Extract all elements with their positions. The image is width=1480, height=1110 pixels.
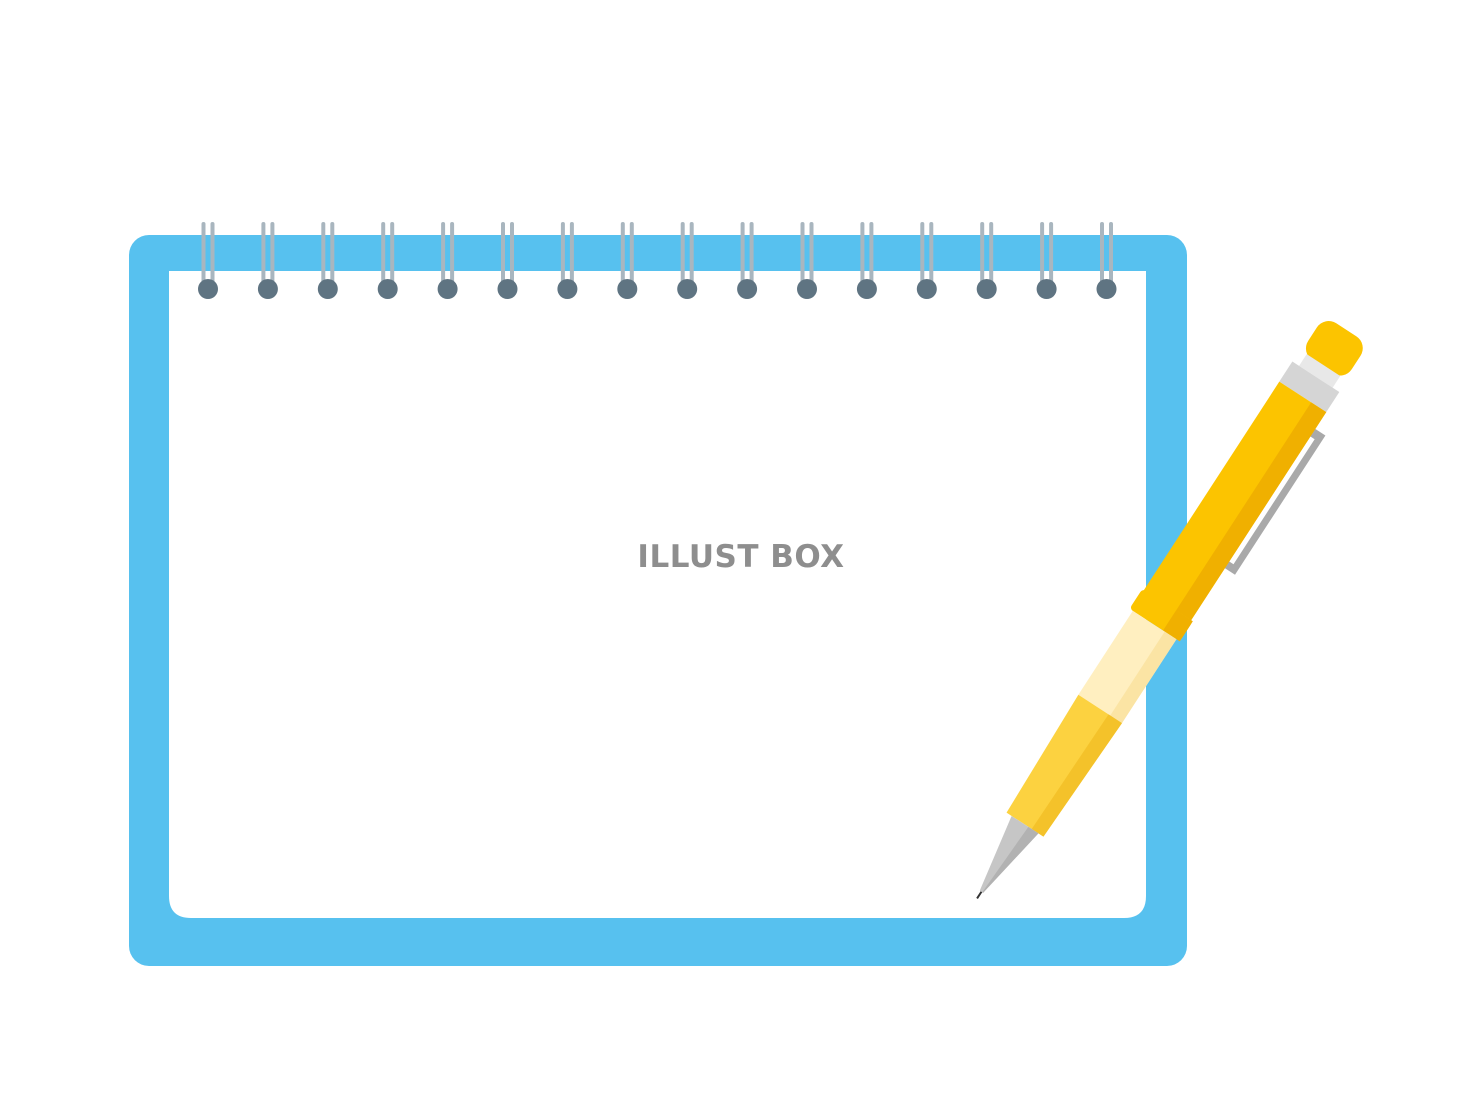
ring-hole bbox=[437, 279, 458, 299]
ring-wire bbox=[680, 222, 685, 288]
ring-hole bbox=[557, 279, 578, 299]
ring-hole bbox=[377, 279, 398, 299]
ring-hole bbox=[257, 279, 278, 299]
pencil-tip-shade bbox=[982, 826, 1039, 893]
ring-wire bbox=[809, 222, 814, 288]
ring-hole bbox=[497, 279, 518, 299]
ring-hole bbox=[976, 279, 997, 299]
spiral-ring bbox=[916, 222, 937, 299]
ring-wire bbox=[210, 222, 215, 288]
spiral-ring bbox=[437, 222, 458, 299]
spiral-ring bbox=[317, 222, 338, 299]
ring-wire bbox=[441, 222, 446, 288]
ring-wire bbox=[201, 222, 206, 288]
ring-hole bbox=[617, 279, 638, 299]
spiral-notebook-icon bbox=[129, 222, 1187, 966]
spiral-rings bbox=[198, 222, 1117, 299]
ring-wire bbox=[261, 222, 266, 288]
ring-wire bbox=[749, 222, 754, 288]
ring-wire bbox=[989, 222, 994, 288]
ring-wire bbox=[869, 222, 874, 288]
spiral-ring bbox=[797, 222, 817, 299]
spiral-ring bbox=[257, 222, 278, 299]
notebook-page bbox=[169, 271, 1146, 918]
ring-hole bbox=[916, 279, 937, 299]
watermark-text: ILLUST BOX bbox=[637, 539, 844, 575]
pencil-grip bbox=[1078, 610, 1177, 724]
pencil-lower-shade bbox=[1031, 714, 1122, 837]
spiral-ring bbox=[976, 222, 997, 299]
ring-wire bbox=[1100, 222, 1104, 288]
spiral-ring bbox=[377, 222, 398, 299]
ring-wire bbox=[450, 222, 455, 288]
pencil-cap bbox=[1305, 321, 1363, 376]
spiral-ring bbox=[677, 222, 698, 299]
ring-hole bbox=[797, 279, 817, 299]
mechanical-pencil-icon bbox=[976, 321, 1363, 900]
pencil-neck bbox=[1299, 354, 1341, 388]
pencil-band bbox=[1279, 361, 1340, 413]
spiral-ring bbox=[198, 222, 218, 299]
ring-wire bbox=[629, 222, 634, 288]
ring-wire bbox=[381, 222, 386, 288]
pencil-barrel-shade bbox=[1173, 402, 1327, 624]
spiral-ring bbox=[856, 222, 877, 299]
ring-wire bbox=[1109, 222, 1113, 288]
spiral-ring bbox=[1096, 222, 1117, 299]
ring-wire bbox=[510, 222, 514, 288]
ring-hole bbox=[856, 279, 877, 299]
ring-wire bbox=[740, 222, 745, 288]
ring-wire bbox=[980, 222, 985, 288]
pencil-lead bbox=[976, 891, 983, 900]
spiral-ring bbox=[617, 222, 638, 299]
ring-wire bbox=[330, 222, 335, 288]
spiral-ring bbox=[1036, 222, 1057, 299]
ring-wire bbox=[689, 222, 694, 288]
ring-wire bbox=[1040, 222, 1045, 288]
ring-wire bbox=[390, 222, 395, 288]
ring-hole bbox=[737, 279, 758, 299]
ring-hole bbox=[677, 279, 698, 299]
pencil-lower-body bbox=[1006, 694, 1122, 837]
ring-wire bbox=[620, 222, 625, 288]
pencil-grip-shade bbox=[1110, 631, 1177, 724]
ring-hole bbox=[198, 279, 218, 299]
pencil-barrel bbox=[1142, 381, 1327, 624]
ring-wire bbox=[929, 222, 934, 288]
spiral-ring bbox=[497, 222, 518, 299]
pencil-collar-shade bbox=[1163, 610, 1193, 642]
ring-wire bbox=[1049, 222, 1054, 288]
spiral-ring bbox=[737, 222, 758, 299]
ring-wire bbox=[560, 222, 565, 288]
spiral-ring bbox=[557, 222, 578, 299]
ring-hole bbox=[1036, 279, 1057, 299]
ring-wire bbox=[270, 222, 275, 288]
ring-wire bbox=[569, 222, 574, 288]
ring-wire bbox=[920, 222, 925, 288]
pencil-clip bbox=[1218, 424, 1326, 575]
ring-wire bbox=[860, 222, 865, 288]
ring-wire bbox=[800, 222, 805, 288]
ring-hole bbox=[317, 279, 338, 299]
ring-wire bbox=[321, 222, 326, 288]
ring-hole bbox=[1096, 279, 1117, 299]
ring-wire bbox=[501, 222, 505, 288]
